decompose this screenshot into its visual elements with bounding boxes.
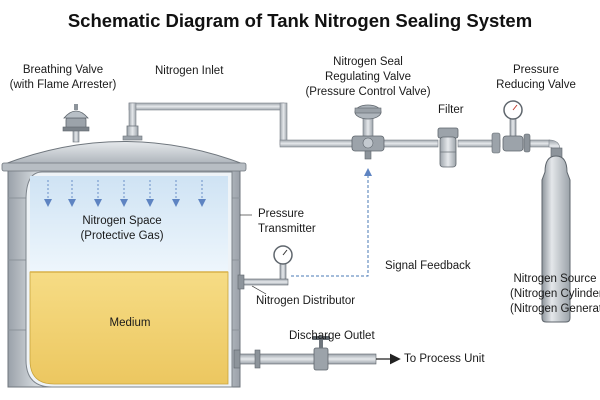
nitrogen-inlet-pipe — [128, 102, 561, 153]
discharge-outlet-pipe — [233, 349, 377, 369]
distributor-leader-line — [251, 285, 267, 295]
signal-feedback-label: Signal Feedback — [385, 260, 471, 272]
signal-feedback-line — [291, 168, 372, 277]
breathing-valve-label: Breathing Valve (with Flame Arrester) — [9, 64, 117, 91]
discharge-outlet-label: Discharge Outlet — [289, 330, 375, 342]
filter-icon — [437, 127, 459, 168]
nitrogen-cylinder-icon — [541, 147, 571, 323]
pressure-transmitter-label: Pressure Transmitter — [258, 208, 316, 235]
nitrogen-inlet-label: Nitrogen Inlet — [155, 65, 224, 77]
filter-label: Filter — [438, 104, 464, 116]
breathing-valve-icon — [62, 104, 90, 143]
nitrogen-distributor-icon — [237, 274, 289, 290]
pressure-transmitter-icon — [273, 245, 293, 283]
pressure-reducing-valve-label: Pressure Reducing Valve — [496, 64, 576, 91]
nitrogen-distributor-label: Nitrogen Distributor — [256, 295, 356, 307]
nitrogen-source-label: Nitrogen Source (Nitrogen Cylinder) (Nit… — [510, 273, 600, 315]
regulating-valve-icon — [351, 104, 385, 160]
nitrogen-space-label: Nitrogen Space (Protective Gas) — [80, 215, 164, 242]
to-process-unit-label: To Process Unit — [404, 353, 485, 365]
medium-label: Medium — [109, 317, 151, 329]
regulating-valve-label: Nitrogen Seal Regulating Valve (Pressure… — [305, 56, 431, 98]
discharge-valve-icon — [312, 336, 330, 371]
pressure-reducing-valve-icon — [491, 100, 531, 154]
storage-tank — [1, 125, 247, 388]
diagram-title: Schematic Diagram of Tank Nitrogen Seali… — [67, 10, 533, 31]
